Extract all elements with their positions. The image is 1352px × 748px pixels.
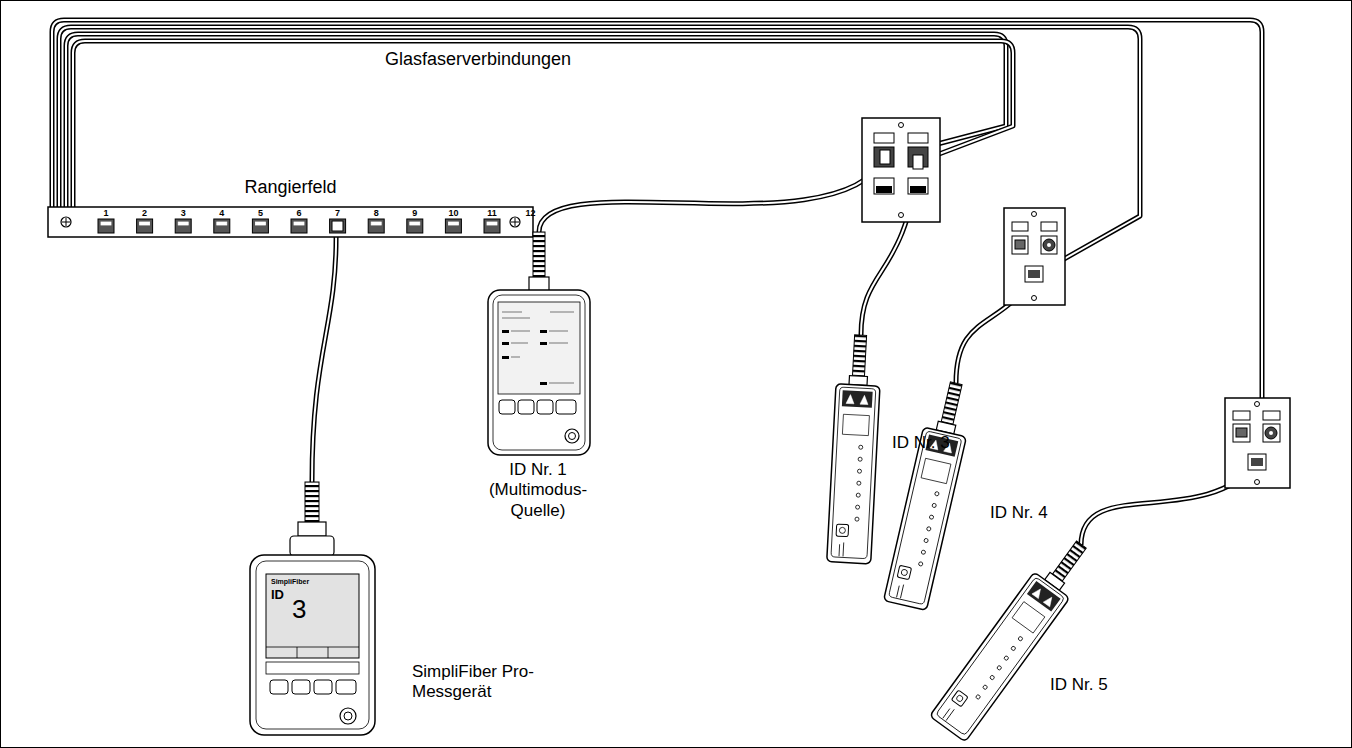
remote-id-unit xyxy=(884,378,978,610)
screen-text: SimpliFiber xyxy=(271,578,309,585)
port-number: 4 xyxy=(219,209,224,218)
port-number: 3 xyxy=(181,209,186,218)
port-number: 5 xyxy=(258,209,263,218)
fiber-cable-core xyxy=(59,27,1140,383)
port-number: 6 xyxy=(296,209,301,218)
port-number: 10 xyxy=(448,209,458,218)
port-number: 7 xyxy=(335,209,340,218)
screen-text: ID xyxy=(271,588,284,601)
fiber-cable xyxy=(52,20,1262,545)
patch-panel-box: Rangierfeld xyxy=(48,207,537,237)
remote-id-unit xyxy=(930,532,1100,742)
device-label: Rangierfeld xyxy=(48,177,533,199)
device-label: SimpliFiber Pro-Messgerät xyxy=(412,662,572,703)
port-number: 12 xyxy=(526,209,536,218)
fiber-cable xyxy=(312,237,336,482)
fiber-cable-core xyxy=(312,237,336,482)
port-number: 2 xyxy=(142,209,147,218)
cable-title: Glasfaserverbindungen xyxy=(385,50,571,68)
source-box: ID Nr. 1 (Multimodus-Quelle) xyxy=(470,232,605,532)
wall-plate xyxy=(1225,398,1290,488)
fiber-cable-core xyxy=(52,20,1262,545)
remote-id-box: ID Nr. 5 xyxy=(930,545,1126,740)
wall-plate xyxy=(862,118,940,222)
fiber-cable xyxy=(66,34,1006,232)
device-label: ID Nr. 5 xyxy=(1050,675,1122,695)
port-number: 9 xyxy=(412,209,417,218)
remote-id-box: ID Nr. 3 xyxy=(830,335,962,575)
port-number: 8 xyxy=(374,209,379,218)
remote-id-box: ID Nr. 4 xyxy=(895,383,1058,633)
patch-panel xyxy=(48,207,533,237)
screen-digit: 3 xyxy=(292,596,306,622)
light-source-device xyxy=(488,232,590,455)
device-label: ID Nr. 4 xyxy=(990,503,1054,523)
port-number: 11 xyxy=(487,209,497,218)
fiber-cable-core xyxy=(66,34,1006,232)
device-label: ID Nr. 1 (Multimodus-Quelle) xyxy=(478,460,598,521)
device-label: ID Nr. 3 xyxy=(892,433,958,453)
meter-device xyxy=(250,482,375,735)
wall-plate xyxy=(1004,208,1065,305)
remote-id-unit xyxy=(827,334,883,564)
fiber-cable xyxy=(59,27,1140,383)
port-number: 1 xyxy=(103,209,108,218)
